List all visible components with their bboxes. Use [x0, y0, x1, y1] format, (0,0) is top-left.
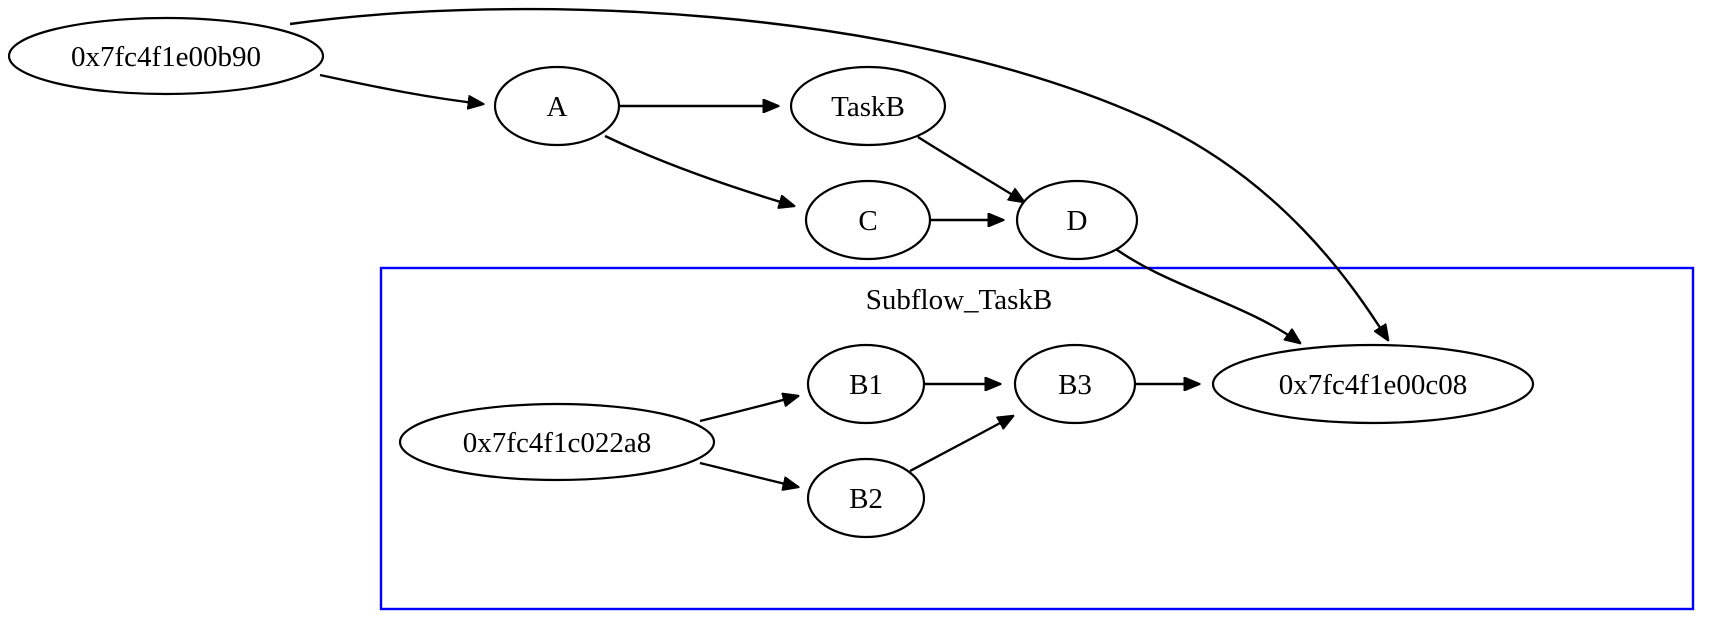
edge-substart-to-b2 [699, 461, 798, 487]
node-b3-label: B3 [1058, 369, 1092, 401]
node-end-ellipse[interactable] [1211, 343, 1535, 425]
node-start-label: 0x7fc4f1e00b90 [71, 41, 261, 73]
node-taskb-ellipse[interactable] [789, 65, 947, 147]
node-taskb-label: TaskB [831, 91, 905, 123]
cluster-subflow-taskb: Subflow_TaskB [379, 266, 1695, 611]
edge-group [289, 7, 1388, 487]
node-d-label: D [1067, 205, 1088, 237]
node-b1-ellipse[interactable] [806, 343, 926, 425]
edge-substart-to-b1 [699, 396, 798, 423]
node-d-ellipse[interactable] [1015, 179, 1139, 261]
node-a-ellipse[interactable] [493, 65, 621, 147]
node-b1[interactable]: B1 [806, 343, 926, 425]
node-sub-start[interactable]: 0x7fc4f1c022a8 [398, 402, 716, 482]
node-b3[interactable]: B3 [1013, 343, 1137, 425]
node-d[interactable]: D [1015, 179, 1139, 261]
node-end-label: 0x7fc4f1e00c08 [1279, 369, 1467, 401]
cluster-border-rect [379, 266, 1695, 611]
node-sub-start-label: 0x7fc4f1c022a8 [463, 427, 651, 459]
node-start[interactable]: 0x7fc4f1e00b90 [7, 16, 325, 96]
node-a-label: A [547, 91, 568, 123]
node-c[interactable]: C [804, 179, 932, 261]
node-c-label: C [858, 205, 877, 237]
node-b3-ellipse[interactable] [1013, 343, 1137, 425]
node-sub-start-ellipse[interactable] [398, 402, 716, 482]
node-b2-label: B2 [849, 483, 883, 515]
node-a[interactable]: A [493, 65, 621, 147]
edge-start-to-a [319, 73, 483, 104]
node-b2[interactable]: B2 [806, 457, 926, 539]
edge-a-to-c [604, 134, 794, 206]
node-b2-ellipse[interactable] [806, 457, 926, 539]
node-start-ellipse[interactable] [7, 16, 325, 96]
edge-taskb-to-d [917, 135, 1024, 202]
edge-start-to-end [289, 7, 1388, 340]
node-group: 0x7fc4f1e00b90 A TaskB C D 0x7fc4f1c022a [7, 16, 1535, 539]
cluster-label-subflow-taskb: Subflow_TaskB [866, 284, 1052, 316]
node-end[interactable]: 0x7fc4f1e00c08 [1211, 343, 1535, 425]
edge-b2-to-b3 [909, 416, 1013, 473]
edge-d-to-end [1112, 246, 1300, 343]
node-c-ellipse[interactable] [804, 179, 932, 261]
node-b1-label: B1 [849, 369, 883, 401]
node-taskb[interactable]: TaskB [789, 65, 947, 147]
